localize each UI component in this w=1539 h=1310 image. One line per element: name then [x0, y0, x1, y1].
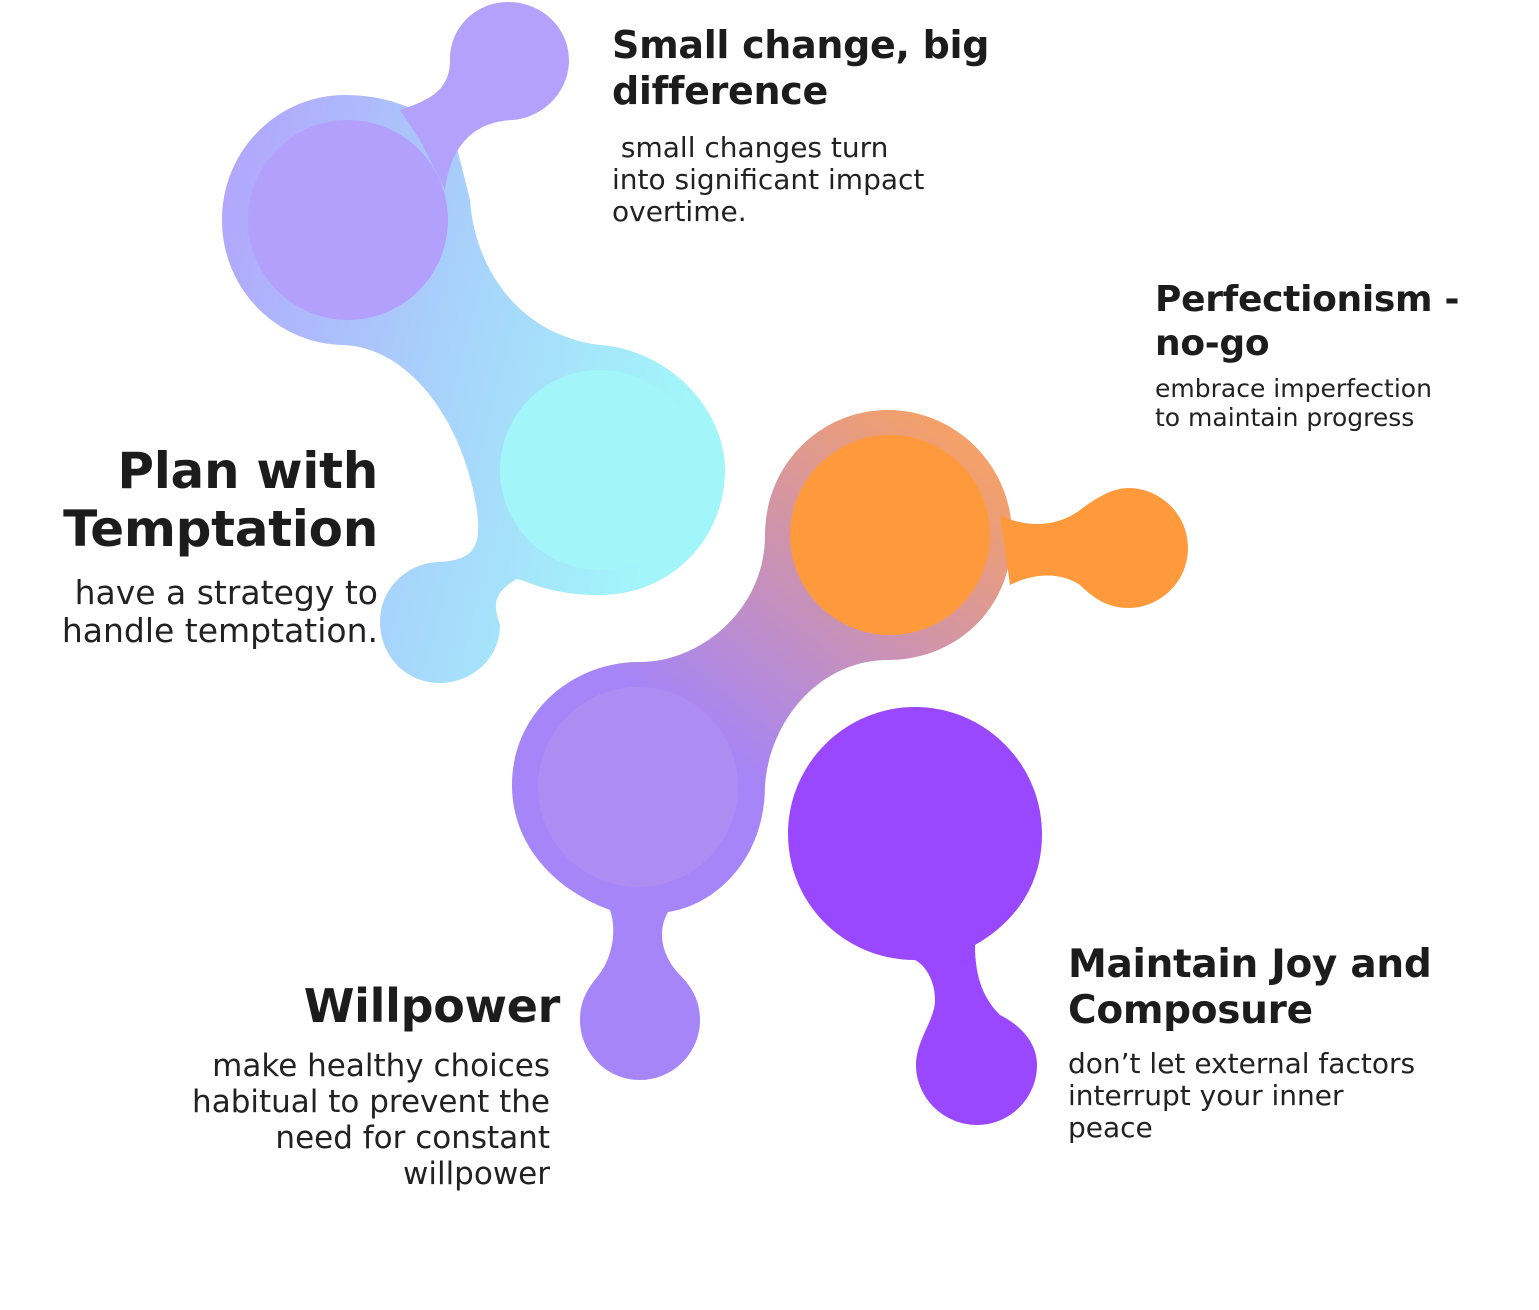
item-description: have a strategy to handle temptation. — [61, 573, 378, 650]
item-description: make healthy choices habitual to prevent… — [192, 1048, 550, 1192]
top-molecule-stem — [400, 2, 569, 190]
violet-molecule — [788, 707, 1042, 1125]
lavender-core — [248, 120, 448, 320]
item-title: Small change, big difference — [612, 23, 990, 113]
purple-core — [538, 687, 738, 887]
item-willpower: Willpower make healthy choices habitual … — [150, 978, 560, 1192]
item-title: Maintain Joy and Composure — [1068, 942, 1432, 1033]
violet-molecule-body — [788, 707, 1042, 1125]
middle-molecule — [512, 410, 1188, 1080]
item-joy-composure: Maintain Joy and Composure don’t let ext… — [1068, 942, 1488, 1144]
top-molecule — [222, 2, 725, 683]
cyan-core — [500, 370, 700, 570]
item-small-change: Small change, big difference small chang… — [612, 22, 1032, 228]
item-plan-temptation: Plan with Temptation have a strategy to … — [0, 442, 378, 650]
item-description: small changes turn into significant impa… — [612, 131, 934, 228]
item-title: Perfectionism -no-go — [1155, 279, 1460, 364]
item-description: embrace imperfection to maintain progres… — [1155, 374, 1432, 432]
orange-core — [790, 435, 990, 635]
orange-arm — [1000, 488, 1188, 608]
item-perfectionism: Perfectionism -no-go embrace imperfectio… — [1155, 278, 1495, 432]
item-title: Willpower — [303, 979, 561, 1033]
item-description: don’t let external factors interrupt you… — [1068, 1047, 1416, 1144]
item-title: Plan with Temptation — [63, 442, 378, 558]
